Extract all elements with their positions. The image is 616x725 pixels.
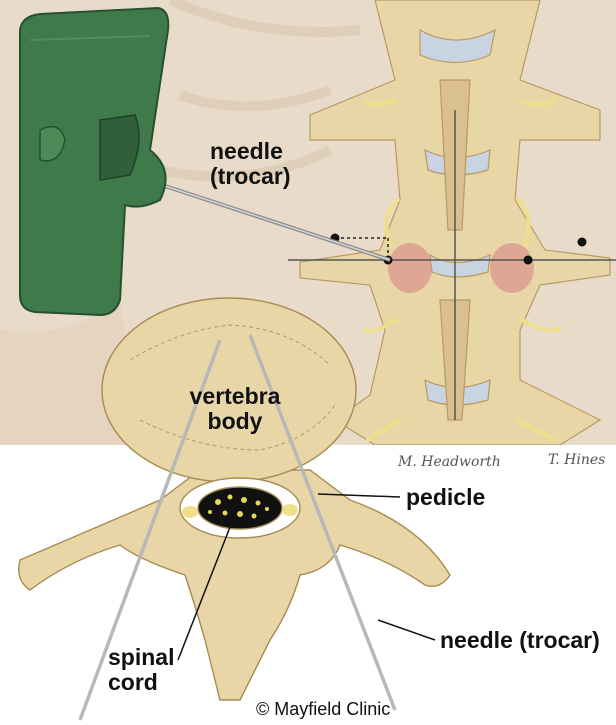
right-pedicle-target (490, 243, 534, 293)
spinal-label-line1: spinal (108, 645, 174, 670)
marker-dot-4 (578, 238, 587, 247)
left-pedicle-target (388, 243, 432, 293)
needle-label-line2: (trocar) (210, 164, 291, 189)
artist-signature-1: M. Headworth (398, 454, 501, 470)
marker-dot-3 (524, 256, 533, 265)
needle-label-line1: needle (210, 139, 291, 164)
vertebra-body-label: vertebra body (186, 384, 284, 434)
vertebra-label-line1: vertebra (186, 384, 284, 409)
spinal-cord-label: spinal cord (108, 645, 174, 695)
needle-trocar-label-bottom: needle (trocar) (440, 628, 600, 653)
pedicle-label: pedicle (406, 485, 485, 510)
spinal-label-line2: cord (108, 670, 174, 695)
vertebra-label-line2: body (186, 409, 284, 434)
needle-trocar-label-top: needle (trocar) (210, 139, 291, 189)
artist-signature-2: T. Hines (548, 452, 605, 468)
copyright-credit: © Mayfield Clinic (256, 700, 390, 719)
spinal-cord-shape (198, 487, 282, 529)
